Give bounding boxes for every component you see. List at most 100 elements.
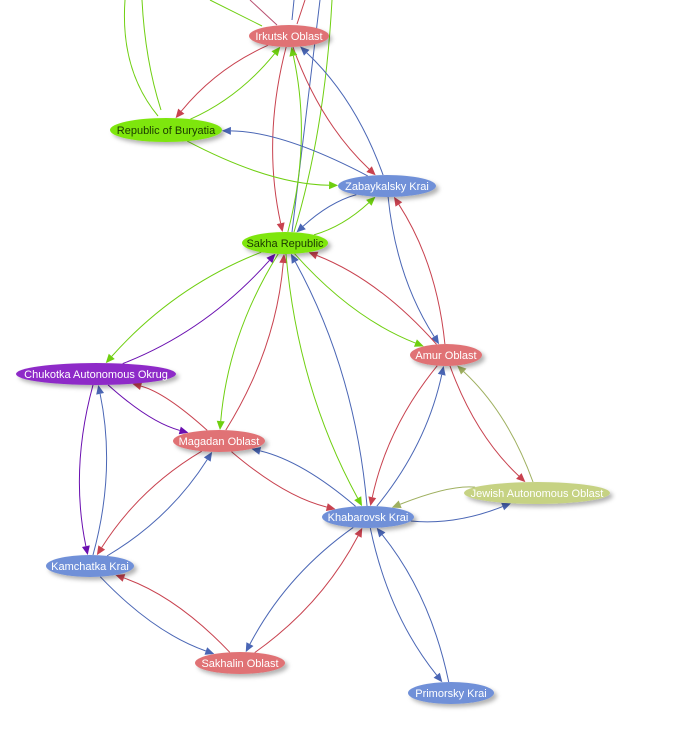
edge-offscreen (249, 0, 278, 26)
node-label: Primorsky Krai (415, 688, 487, 700)
edge-magadan-to-sakha (225, 262, 284, 431)
arrowhead-icon (430, 334, 440, 345)
node-buryatia[interactable]: Republic of Buryatia (110, 118, 222, 142)
arrowhead-icon (325, 503, 336, 511)
edge-sakha-to-zabaykalsky (313, 202, 370, 236)
node-irkutsk[interactable]: Irkutsk Oblast (249, 25, 329, 47)
arrowhead-icon (81, 545, 90, 556)
node-shape (16, 363, 176, 385)
edge-zabaykalsky-to-irkutsk (306, 52, 384, 176)
node-shape (408, 682, 494, 704)
node-label: Kamchatka Krai (51, 561, 129, 573)
node-khabarovsk[interactable]: Khabarovsk Krai (322, 506, 414, 528)
arrowhead-icon (204, 647, 215, 655)
node-label: Zabaykalsky Krai (345, 181, 429, 193)
node-label: Republic of Buryatia (117, 125, 216, 137)
node-chukotka[interactable]: Chukotka Autonomous Okrug (16, 363, 176, 385)
edge-magadan-to-chukotka (140, 385, 208, 431)
arrowhead-icon (216, 420, 225, 431)
edge-sakha-to-chukotka (111, 251, 262, 357)
node-sakha[interactable]: Sakha Republic (242, 232, 328, 254)
node-shape (322, 506, 414, 528)
edge-jewish-to-amur (463, 371, 534, 483)
arrowhead-icon (366, 166, 376, 176)
arrowhead-icon (394, 196, 403, 207)
edge-chukotka-to-sakha (122, 260, 270, 365)
edge-amur-to-sakha (316, 255, 437, 345)
arrowhead-icon (276, 222, 285, 233)
arrowhead-icon (251, 447, 262, 455)
arrowhead-icon (175, 108, 185, 119)
edge-offscreen (141, 0, 162, 111)
node-magadan[interactable]: Magadan Oblast (173, 430, 265, 452)
arrowhead-icon (96, 384, 105, 395)
node-primorsky[interactable]: Primorsky Krai (408, 682, 494, 704)
edge-khabarovsk-to-jewish (410, 506, 503, 523)
node-shape (338, 175, 436, 197)
edge-sakhalin-to-kamchatka (123, 577, 231, 653)
node-label: Sakha Republic (246, 238, 324, 250)
arrowhead-icon (300, 46, 310, 56)
edge-jewish-to-khabarovsk (399, 486, 476, 505)
arrowhead-icon (457, 365, 467, 375)
node-shape (464, 482, 610, 504)
edge-amur-to-zabaykalsky (398, 204, 446, 345)
node-zabaykalsky[interactable]: Zabaykalsky Krai (338, 175, 436, 197)
arrowhead-icon (368, 496, 377, 507)
edge-buryatia-to-zabaykalsky (186, 140, 330, 186)
arrowhead-icon (221, 126, 231, 135)
edge-khabarovsk-to-magadan (260, 450, 356, 507)
arrowhead-icon (245, 642, 254, 653)
arrowhead-icon (413, 339, 424, 347)
arrowhead-icon (203, 451, 213, 462)
node-kamchatka[interactable]: Kamchatka Krai (46, 555, 134, 577)
edge-kamchatka-to-sakhalin (99, 576, 207, 652)
edge-irkutsk-to-sakha (272, 46, 287, 224)
node-sakhalin[interactable]: Sakhalin Oblast (195, 652, 285, 674)
edge-irkutsk-to-buryatia (180, 44, 269, 112)
node-shape (46, 555, 134, 577)
node-shape (249, 25, 329, 47)
arrowhead-icon (366, 196, 376, 206)
arrowhead-icon (354, 496, 363, 507)
node-label: Amur Oblast (415, 350, 476, 362)
arrowhead-icon (178, 426, 189, 435)
node-label: Khabarovsk Krai (328, 512, 409, 524)
edge-sakha-to-magadan (220, 253, 279, 422)
arrowhead-icon (354, 527, 363, 538)
arrowhead-icon (329, 181, 339, 190)
arrowhead-icon (391, 500, 402, 508)
edge-primorsky-to-khabarovsk (381, 534, 450, 683)
edge-amur-to-jewish (449, 365, 520, 477)
edge-sakha-to-irkutsk (287, 55, 302, 233)
edge-kamchatka-to-magadan (106, 459, 208, 557)
edge-khabarovsk-to-amur (376, 374, 443, 507)
node-label: Jewish Autonomous Oblast (471, 488, 604, 500)
node-jewish[interactable]: Jewish Autonomous Oblast (464, 482, 610, 504)
edge-zabaykalsky-to-buryatia (230, 130, 368, 177)
arrowhead-icon (376, 527, 386, 538)
edge-offscreen (296, 0, 306, 25)
edge-chukotka-to-magadan (107, 384, 180, 431)
arrowhead-icon (279, 253, 288, 264)
edge-khabarovsk-to-primorsky (369, 527, 438, 676)
node-amur[interactable]: Amur Oblast (410, 344, 482, 366)
node-label: Chukotka Autonomous Okrug (24, 369, 168, 381)
arrowhead-icon (501, 502, 512, 511)
arrowhead-icon (308, 251, 319, 260)
arrowhead-icon (433, 672, 443, 683)
arrowhead-icon (437, 365, 446, 376)
node-shape (173, 430, 265, 452)
edge-zabaykalsky-to-sakha (302, 194, 357, 227)
arrowhead-icon (271, 46, 281, 57)
arrowhead-icon (132, 382, 143, 391)
arrowhead-icon (105, 353, 115, 364)
node-shape (242, 232, 328, 254)
edge-offscreen (291, 0, 295, 21)
edge-buryatia-to-irkutsk (190, 53, 275, 120)
arrowhead-icon (296, 223, 306, 233)
edge-irkutsk-to-zabaykalsky (292, 46, 370, 170)
edges (78, 44, 534, 683)
node-shape (110, 118, 222, 142)
